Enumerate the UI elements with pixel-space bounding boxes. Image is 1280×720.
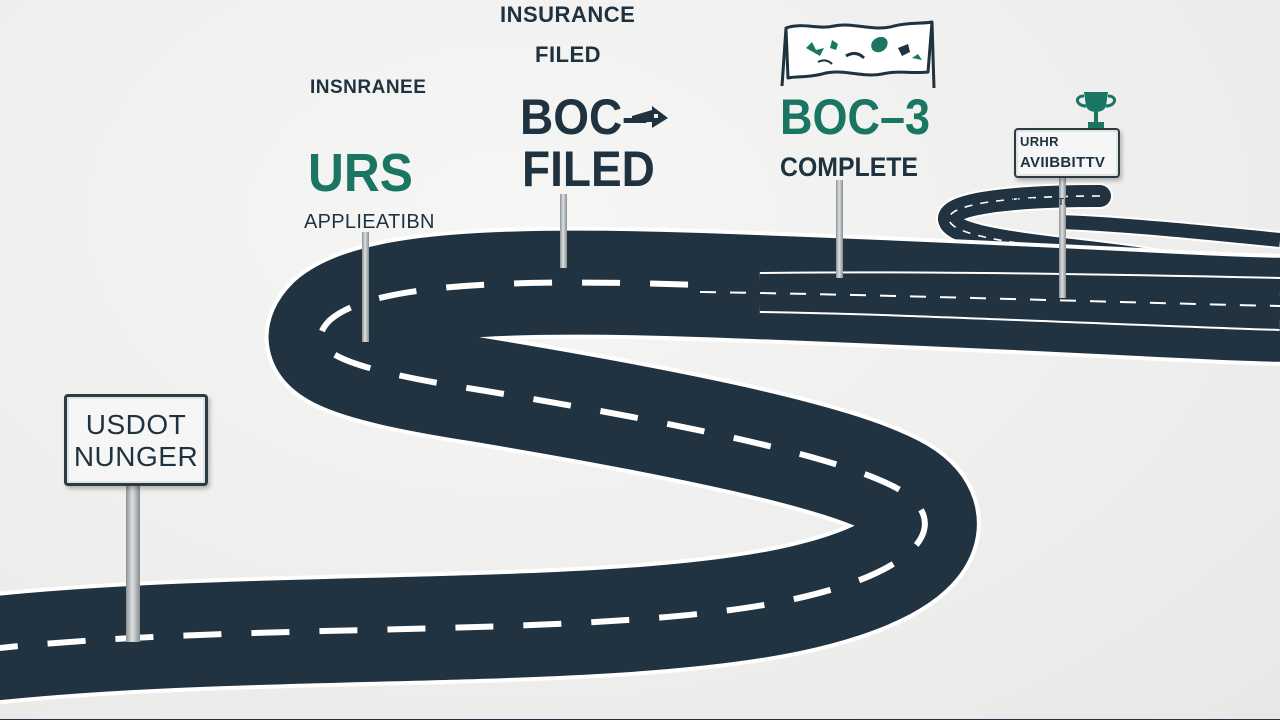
urs-main-label: URS — [308, 143, 413, 203]
arrow-icon — [632, 106, 668, 128]
boc3-main-label: BOC–3 — [780, 89, 931, 145]
usdot-sign-line2: NUNGER — [73, 441, 199, 472]
road-taper — [699, 271, 1280, 331]
authority-sign-line1: URHR — [1020, 134, 1059, 149]
boc-filed-pole — [560, 194, 567, 268]
usdot-sign-line1: USDOT — [85, 409, 187, 440]
authority-lower-label: VIIIIUITUITIIT — [1012, 197, 1077, 208]
insurance-line2-label: FILED — [535, 42, 602, 67]
boc3-sub-label: COMPLETE — [780, 152, 919, 182]
urs-top-label: INSNRANEE — [310, 77, 427, 98]
road-main — [0, 226, 1280, 720]
banner-flag-icon — [780, 20, 936, 89]
usdot-pole — [126, 476, 140, 642]
usdot-sign: USDOT NUNGER — [64, 394, 208, 486]
insurance-line1-label: INSURANCE — [500, 2, 636, 27]
trophy-icon — [1076, 92, 1116, 128]
urs-pole — [362, 232, 369, 342]
boc3-pole — [836, 180, 843, 278]
boc-filed-main1-label: BOC– — [520, 89, 648, 145]
boc-filed-main2-label: FILED — [522, 141, 655, 197]
urs-sub-label: APPLIEATIBN — [304, 211, 435, 233]
authority-sign: URHR AVIIBBITTV — [1014, 128, 1120, 178]
authority-sign-line2: AVIIBBITTV — [1020, 154, 1106, 171]
authority-pole — [1059, 174, 1066, 298]
